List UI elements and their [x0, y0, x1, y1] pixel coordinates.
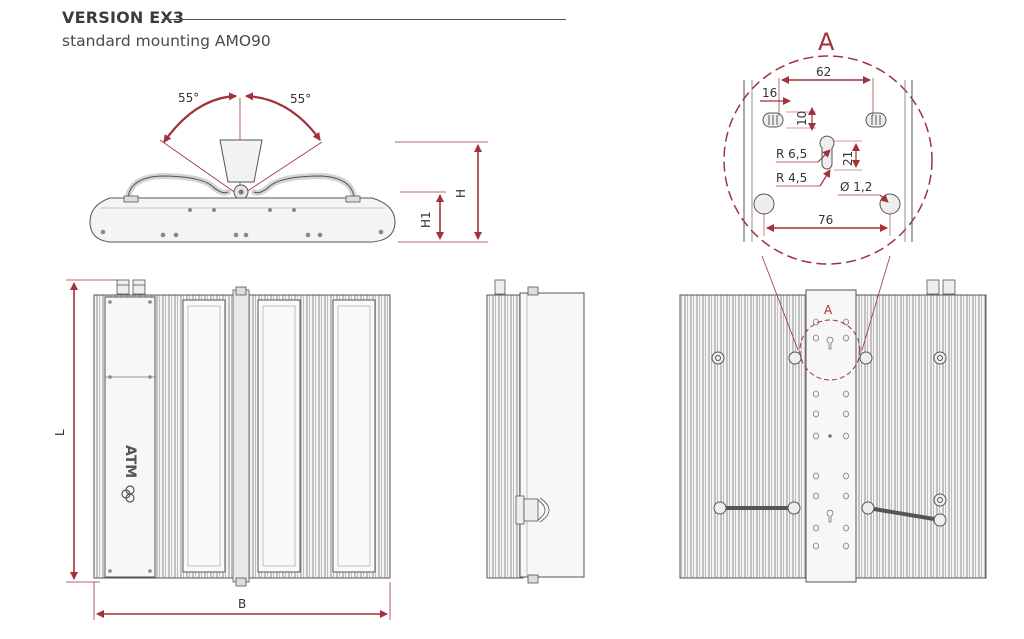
profile-handle: [515, 495, 550, 525]
length-label: L: [53, 429, 67, 436]
dim-62-label: 62: [816, 65, 831, 79]
dim-21-label: 21: [841, 151, 855, 166]
keyhole-radius-large-label: R 6,5: [776, 147, 807, 161]
height1-label: H1: [419, 211, 433, 228]
detail-a-view: A 62 16: [723, 28, 933, 351]
luminaire-body-side: [89, 197, 396, 243]
detail-slots: [762, 112, 887, 128]
front-view: ATM L: [53, 279, 391, 620]
detail-a-marker-label: A: [824, 303, 833, 317]
detail-hole-left: [753, 193, 775, 215]
small-hole-label: Ø 1,2: [840, 180, 872, 194]
handle-right: [253, 175, 355, 199]
angle-left-line: [159, 139, 241, 197]
dim-76-label: 76: [818, 213, 833, 227]
driver-panel: [104, 296, 156, 578]
rear-handles: [713, 501, 947, 527]
detail-a-title: A: [818, 28, 835, 56]
handle-left: [127, 175, 229, 199]
angle-right-arc: [245, 92, 321, 141]
cable-glands: [116, 279, 146, 295]
width-label: B: [238, 597, 246, 611]
profile-body: [519, 292, 585, 578]
angle-right-line: [239, 141, 323, 197]
mount-bracket: [219, 139, 263, 183]
logo-text: ATM: [122, 445, 138, 478]
side-bolts: [100, 208, 384, 238]
mounting-subtitle: standard mounting AMO90: [62, 32, 271, 50]
lens-panel-3: [332, 299, 376, 573]
logo-mark: [121, 485, 135, 503]
dim-10-label: 10: [795, 111, 809, 126]
rear-view: A: [679, 279, 987, 583]
rear-bolts: [711, 351, 947, 507]
keyhole-radius-small-label: R 4,5: [776, 171, 807, 185]
angle-left-arc: [163, 92, 237, 143]
detail-a-marker-circle: [799, 319, 861, 381]
profile-fins: [486, 294, 524, 579]
mount-pivot-bolt: [238, 189, 244, 195]
height-label: H: [454, 189, 468, 198]
title-rule: [162, 19, 566, 20]
lens-panel-1: [182, 299, 226, 573]
version-title: VERSION EX3: [62, 8, 185, 27]
side-view: 55° 55°: [89, 91, 488, 243]
dim-16-label: 16: [762, 86, 777, 100]
angle-left-label: 55°: [178, 91, 199, 105]
angle-right-label: 55°: [290, 92, 311, 106]
profile-view: [486, 279, 585, 584]
lens-panel-2: [257, 299, 301, 573]
